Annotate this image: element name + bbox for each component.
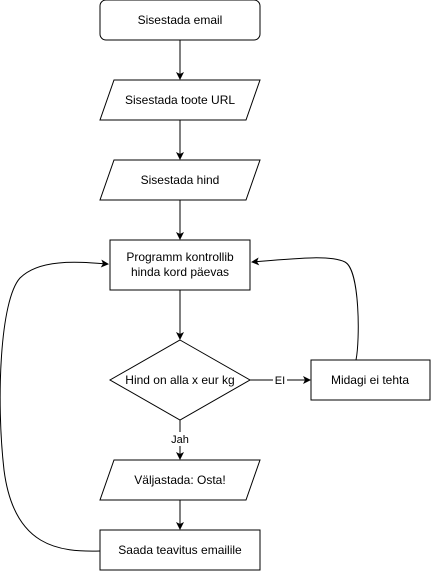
nodes-layer: Sisestada email Sisestada toote URL Sise… xyxy=(99,0,431,571)
edge-notify-loop-back xyxy=(0,259,109,552)
node-nothing-shape xyxy=(310,359,431,401)
node-output-buy: Väljastada: Osta! xyxy=(99,459,261,501)
node-nothing: Midagi ei tehta xyxy=(310,359,431,401)
node-nothing-label: Midagi ei tehta xyxy=(331,373,409,387)
node-decision-shape xyxy=(108,339,252,421)
node-output-buy-shape xyxy=(99,459,261,501)
node-input-price-shape xyxy=(99,159,261,201)
edge-label-jah-background xyxy=(167,432,193,446)
node-check-price-label-line2: hinda kord päevas xyxy=(131,265,229,279)
node-notify: Saada teavitus emailile xyxy=(99,529,261,571)
edge-nothing-loop-back xyxy=(251,257,359,361)
node-decision-label: Hind on alla x eur kg xyxy=(125,373,234,387)
node-input-url: Sisestada toote URL xyxy=(99,79,261,121)
node-decision: Hind on alla x eur kg xyxy=(108,339,252,421)
node-check-price-shape xyxy=(109,239,251,291)
node-check-price-label-line1: Programm kontrollib xyxy=(126,250,234,264)
node-input-email: Sisestada email xyxy=(99,0,261,41)
node-notify-shape xyxy=(99,529,261,571)
node-input-email-shape xyxy=(99,0,261,41)
node-notify-label: Saada teavitus emailile xyxy=(118,543,242,557)
node-input-price: Sisestada hind xyxy=(99,159,261,201)
edge-labels-layer: EI Jah xyxy=(167,373,287,446)
node-input-email-label: Sisestada email xyxy=(138,13,223,27)
edge-label-ei-background xyxy=(273,373,287,387)
edge-label-jah: Jah xyxy=(171,434,189,446)
node-input-url-shape xyxy=(99,79,261,121)
edge-label-ei: EI xyxy=(275,375,285,387)
node-input-url-label: Sisestada toote URL xyxy=(125,93,235,107)
node-input-price-label: Sisestada hind xyxy=(141,173,220,187)
node-check-price: Programm kontrollib hinda kord päevas xyxy=(109,239,251,291)
node-output-buy-label: Väljastada: Osta! xyxy=(134,473,225,487)
